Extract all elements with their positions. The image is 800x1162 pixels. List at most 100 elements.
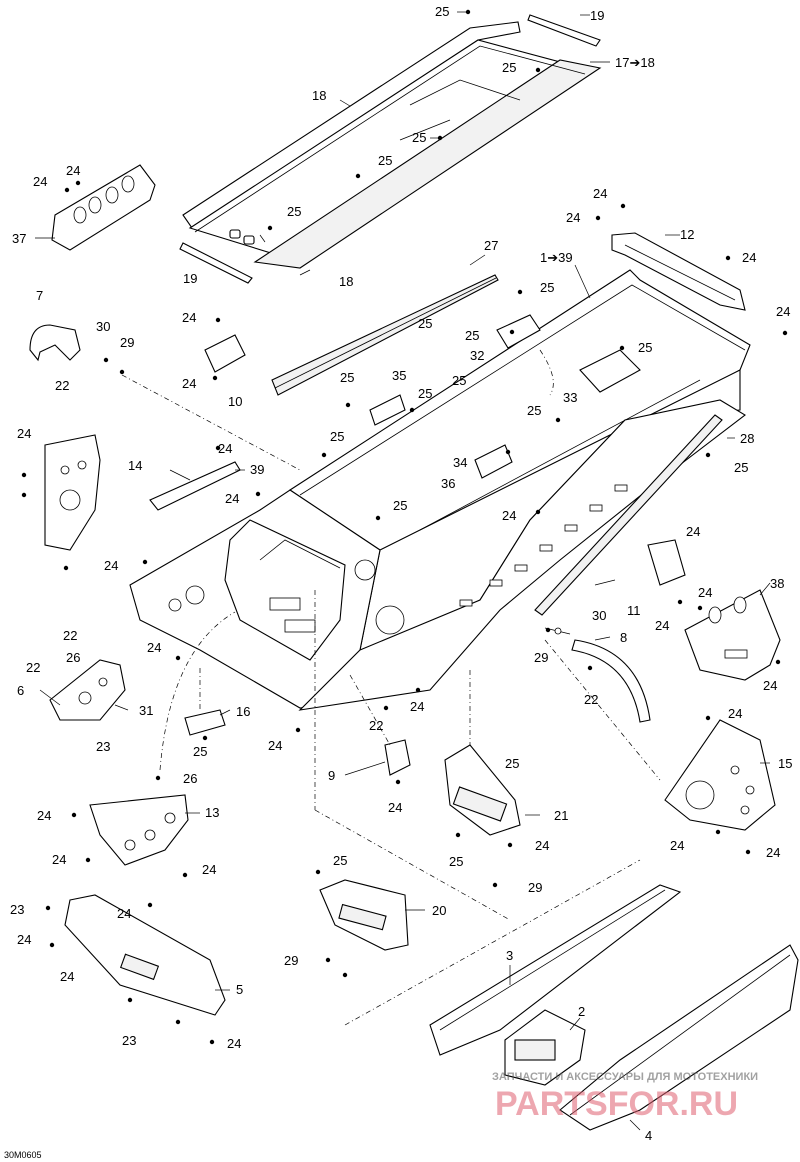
callout-c25d: 25 <box>378 153 392 168</box>
callout-c24m: 24 <box>104 558 118 573</box>
callout-c6: 6 <box>17 683 24 698</box>
bracket-13 <box>89 794 189 866</box>
rail-28 <box>534 414 723 616</box>
plate-15 <box>664 719 776 831</box>
callout-labels: 25 19 17➔18 25 18 25 25 25 19 18 24 24 3… <box>10 4 792 1143</box>
callout-c24h: 24 <box>182 376 196 391</box>
callout-c14: 14 <box>128 458 142 473</box>
callout-c26a: 26 <box>66 650 80 665</box>
callout-c25j: 25 <box>340 370 354 385</box>
callout-c25i: 25 <box>638 340 652 355</box>
callout-c18b: 18 <box>339 274 353 289</box>
strip-27 <box>271 274 499 396</box>
callout-c25f: 25 <box>540 280 554 295</box>
rail-assembly-18 <box>182 21 602 269</box>
callout-c24r: 24 <box>147 640 161 655</box>
callout-c25l: 25 <box>452 373 466 388</box>
callout-c25b: 25 <box>502 60 516 75</box>
callout-c27: 27 <box>484 238 498 253</box>
callout-c29b: 29 <box>534 650 548 665</box>
callout-c12: 12 <box>680 227 694 242</box>
callout-c3: 3 <box>506 948 513 963</box>
watermark-line1: ЗАПЧАСТИ И АКСЕССУАРЫ ДЛЯ МОТОТЕХНИКИ <box>492 1071 758 1083</box>
callout-c20: 20 <box>432 903 446 918</box>
center-lines <box>121 349 661 1026</box>
callout-c35: 35 <box>392 368 406 383</box>
callout-c37: 37 <box>12 231 26 246</box>
callout-c17: 17➔18 <box>615 55 655 70</box>
callout-c24aa: 24 <box>52 852 66 867</box>
callout-c29a: 29 <box>120 335 134 350</box>
callout-c24b: 24 <box>33 174 47 189</box>
callout-c18a: 18 <box>312 88 326 103</box>
callout-c24n: 24 <box>686 524 700 539</box>
bracket-2 <box>504 1009 586 1086</box>
watermark: ЗАПЧАСТИ И АКСЕССУАРЫ ДЛЯ МОТОТЕХНИКИ PA… <box>492 1071 758 1123</box>
callout-c16: 16 <box>236 704 250 719</box>
watermark-line2: PARTSFOR.RU <box>495 1085 738 1123</box>
callout-c25a: 25 <box>435 4 449 19</box>
callout-c22e: 22 <box>369 718 383 733</box>
callout-c31: 31 <box>139 703 153 718</box>
callout-c22b: 22 <box>63 628 77 643</box>
bracket-36 <box>474 444 513 479</box>
floor-plate <box>298 399 746 711</box>
callout-c25q: 25 <box>193 744 207 759</box>
callout-c7: 7 <box>36 288 43 303</box>
callout-c15: 15 <box>778 756 792 771</box>
bracket-20 <box>319 879 409 951</box>
wear-strip-19-top <box>527 14 601 47</box>
callout-c24y: 24 <box>535 838 549 853</box>
callout-c24ae: 24 <box>60 969 74 984</box>
bracket-5 <box>64 894 226 1016</box>
callout-c24f: 24 <box>776 304 790 319</box>
callout-c24v: 24 <box>37 808 51 823</box>
wear-strip-19-bottom <box>179 242 253 284</box>
callout-c25g: 25 <box>418 316 432 331</box>
callout-c32: 32 <box>470 348 484 363</box>
callout-c21: 21 <box>554 808 568 823</box>
main-frame <box>129 489 422 709</box>
callout-c30a: 30 <box>96 319 110 334</box>
plate-left-24 <box>44 434 101 551</box>
callout-c24z: 24 <box>766 845 780 860</box>
callout-c24d: 24 <box>566 210 580 225</box>
callout-c38: 38 <box>770 576 784 591</box>
bracket-10 <box>204 334 246 373</box>
callout-c24p: 24 <box>655 618 669 633</box>
callout-c19a: 19 <box>590 8 604 23</box>
callout-c25t: 25 <box>333 853 347 868</box>
callout-c25k: 25 <box>418 386 432 401</box>
bracket-32 <box>496 314 541 349</box>
callout-c22d: 22 <box>584 692 598 707</box>
leader-lines <box>35 11 771 1131</box>
callout-c24i: 24 <box>17 426 31 441</box>
callout-c25o: 25 <box>734 460 748 475</box>
callout-c25h: 25 <box>465 328 479 343</box>
callout-c10: 10 <box>228 394 242 409</box>
callout-c24w: 24 <box>728 706 742 721</box>
bracket-16 <box>184 709 226 736</box>
bracket-3 <box>429 884 682 1056</box>
bracket-33 <box>579 349 641 393</box>
callout-c5: 5 <box>236 982 243 997</box>
callout-c24x: 24 <box>670 838 684 853</box>
callout-c39: 39 <box>250 462 264 477</box>
callout-c25p: 25 <box>393 498 407 513</box>
callout-c24l: 24 <box>502 508 516 523</box>
callout-c23a: 23 <box>96 739 110 754</box>
assembly-6 <box>49 659 126 721</box>
callout-c23b: 23 <box>10 902 24 917</box>
callout-c33: 33 <box>563 390 577 405</box>
callout-c34: 34 <box>453 455 467 470</box>
callout-c24a: 24 <box>66 163 80 178</box>
callout-c24j: 24 <box>218 441 232 456</box>
callout-c24e: 24 <box>742 250 756 265</box>
callout-c25m: 25 <box>330 429 344 444</box>
bracket-35 <box>369 394 406 426</box>
bracket-38 <box>684 589 781 681</box>
callout-c28: 28 <box>740 431 754 446</box>
bracket-11 <box>647 539 686 586</box>
callout-c26b: 26 <box>183 771 197 786</box>
